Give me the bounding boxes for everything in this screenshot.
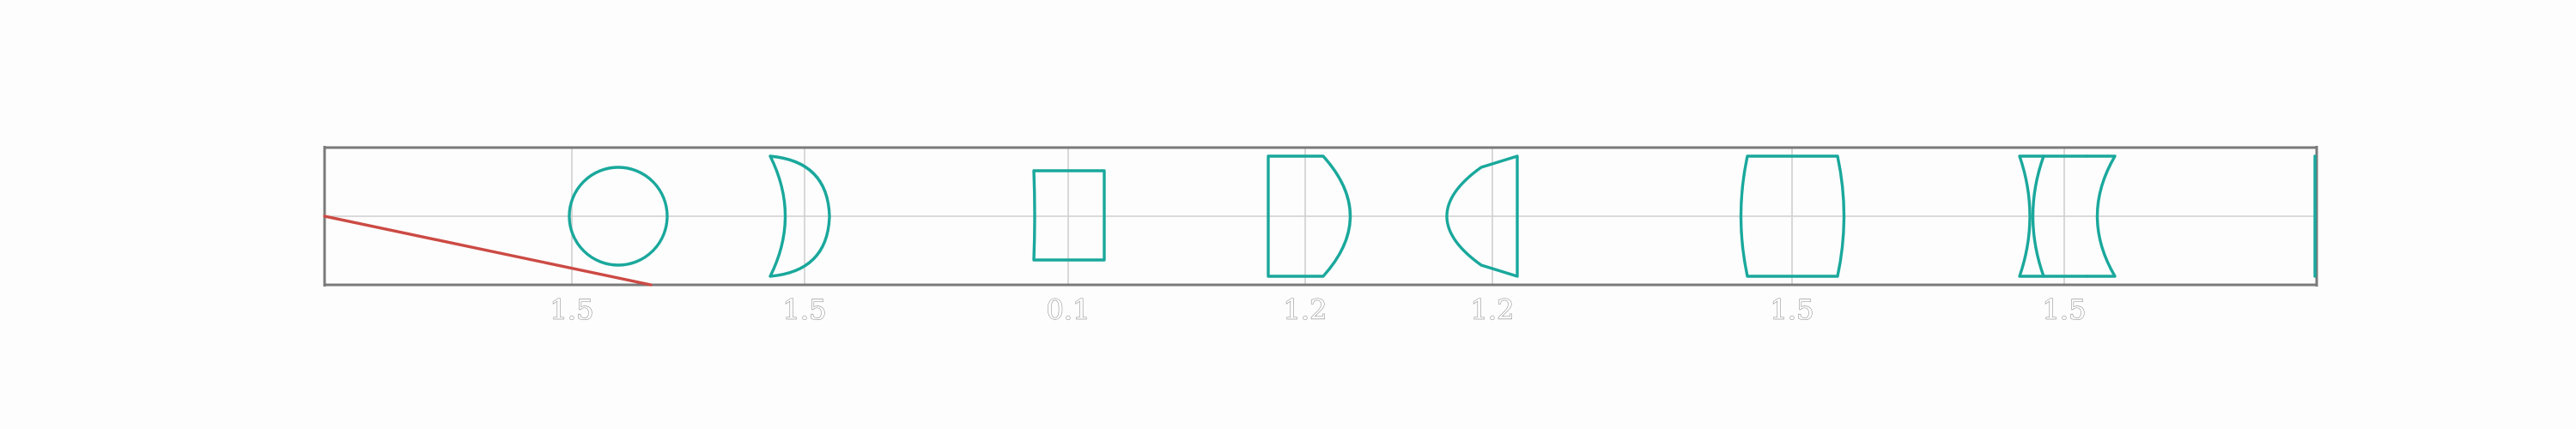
doublet-lens-rear (2085, 154, 2117, 278)
light-ray (323, 214, 653, 287)
ball-lens[interactable] (568, 166, 669, 267)
optical-elements (568, 154, 2317, 278)
plano-convex-lens[interactable] (1267, 154, 1352, 278)
meniscus-lens[interactable] (769, 154, 831, 278)
biconvex-lens[interactable] (1739, 154, 1846, 278)
rectangular-block[interactable] (1032, 169, 1106, 262)
meniscus-lens-value: 1.5 (783, 293, 827, 326)
plano-convex-lens-reversed-value: 1.2 (1471, 293, 1515, 326)
doublet-lens[interactable] (2018, 154, 2117, 278)
biconvex-lens-value: 1.5 (1771, 293, 1814, 326)
doublet-lens-value: 1.5 (2043, 293, 2087, 326)
element-value-labels: 1.5 1.5 0.1 1.2 1.2 1.5 1.5 (550, 293, 2087, 326)
bench-frame (323, 146, 2318, 287)
plano-convex-lens-reversed[interactable] (1445, 154, 1519, 278)
rectangular-block-value: 0.1 (1047, 293, 1091, 326)
plano-convex-lens-value: 1.2 (1284, 293, 1327, 326)
ball-lens-value: 1.5 (550, 293, 594, 326)
